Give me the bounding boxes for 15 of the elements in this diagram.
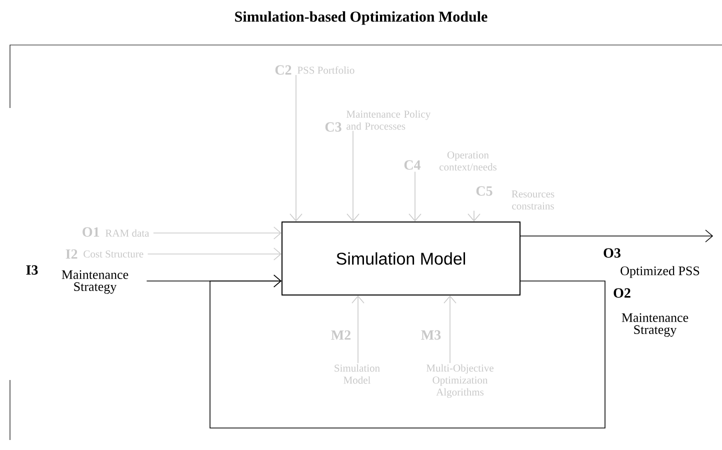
text-label: I3 Maintenance Strategy (26, 265, 128, 294)
arrow (408, 171, 422, 222)
arrow (444, 296, 456, 364)
arrow (346, 130, 360, 222)
arrow (352, 296, 364, 364)
arrow (290, 74, 302, 222)
text-label: Maintenance Strategy (622, 313, 688, 337)
arrow (153, 226, 282, 240)
arrow (147, 248, 282, 260)
arrow (210, 274, 606, 428)
arrow (520, 230, 714, 242)
title: Simulation-based Optimization Module (235, 11, 488, 25)
process-box: Simulation Model (282, 222, 520, 296)
text-label: O2 (614, 288, 630, 298)
text-label: O3 Optimized PSS (604, 248, 700, 278)
